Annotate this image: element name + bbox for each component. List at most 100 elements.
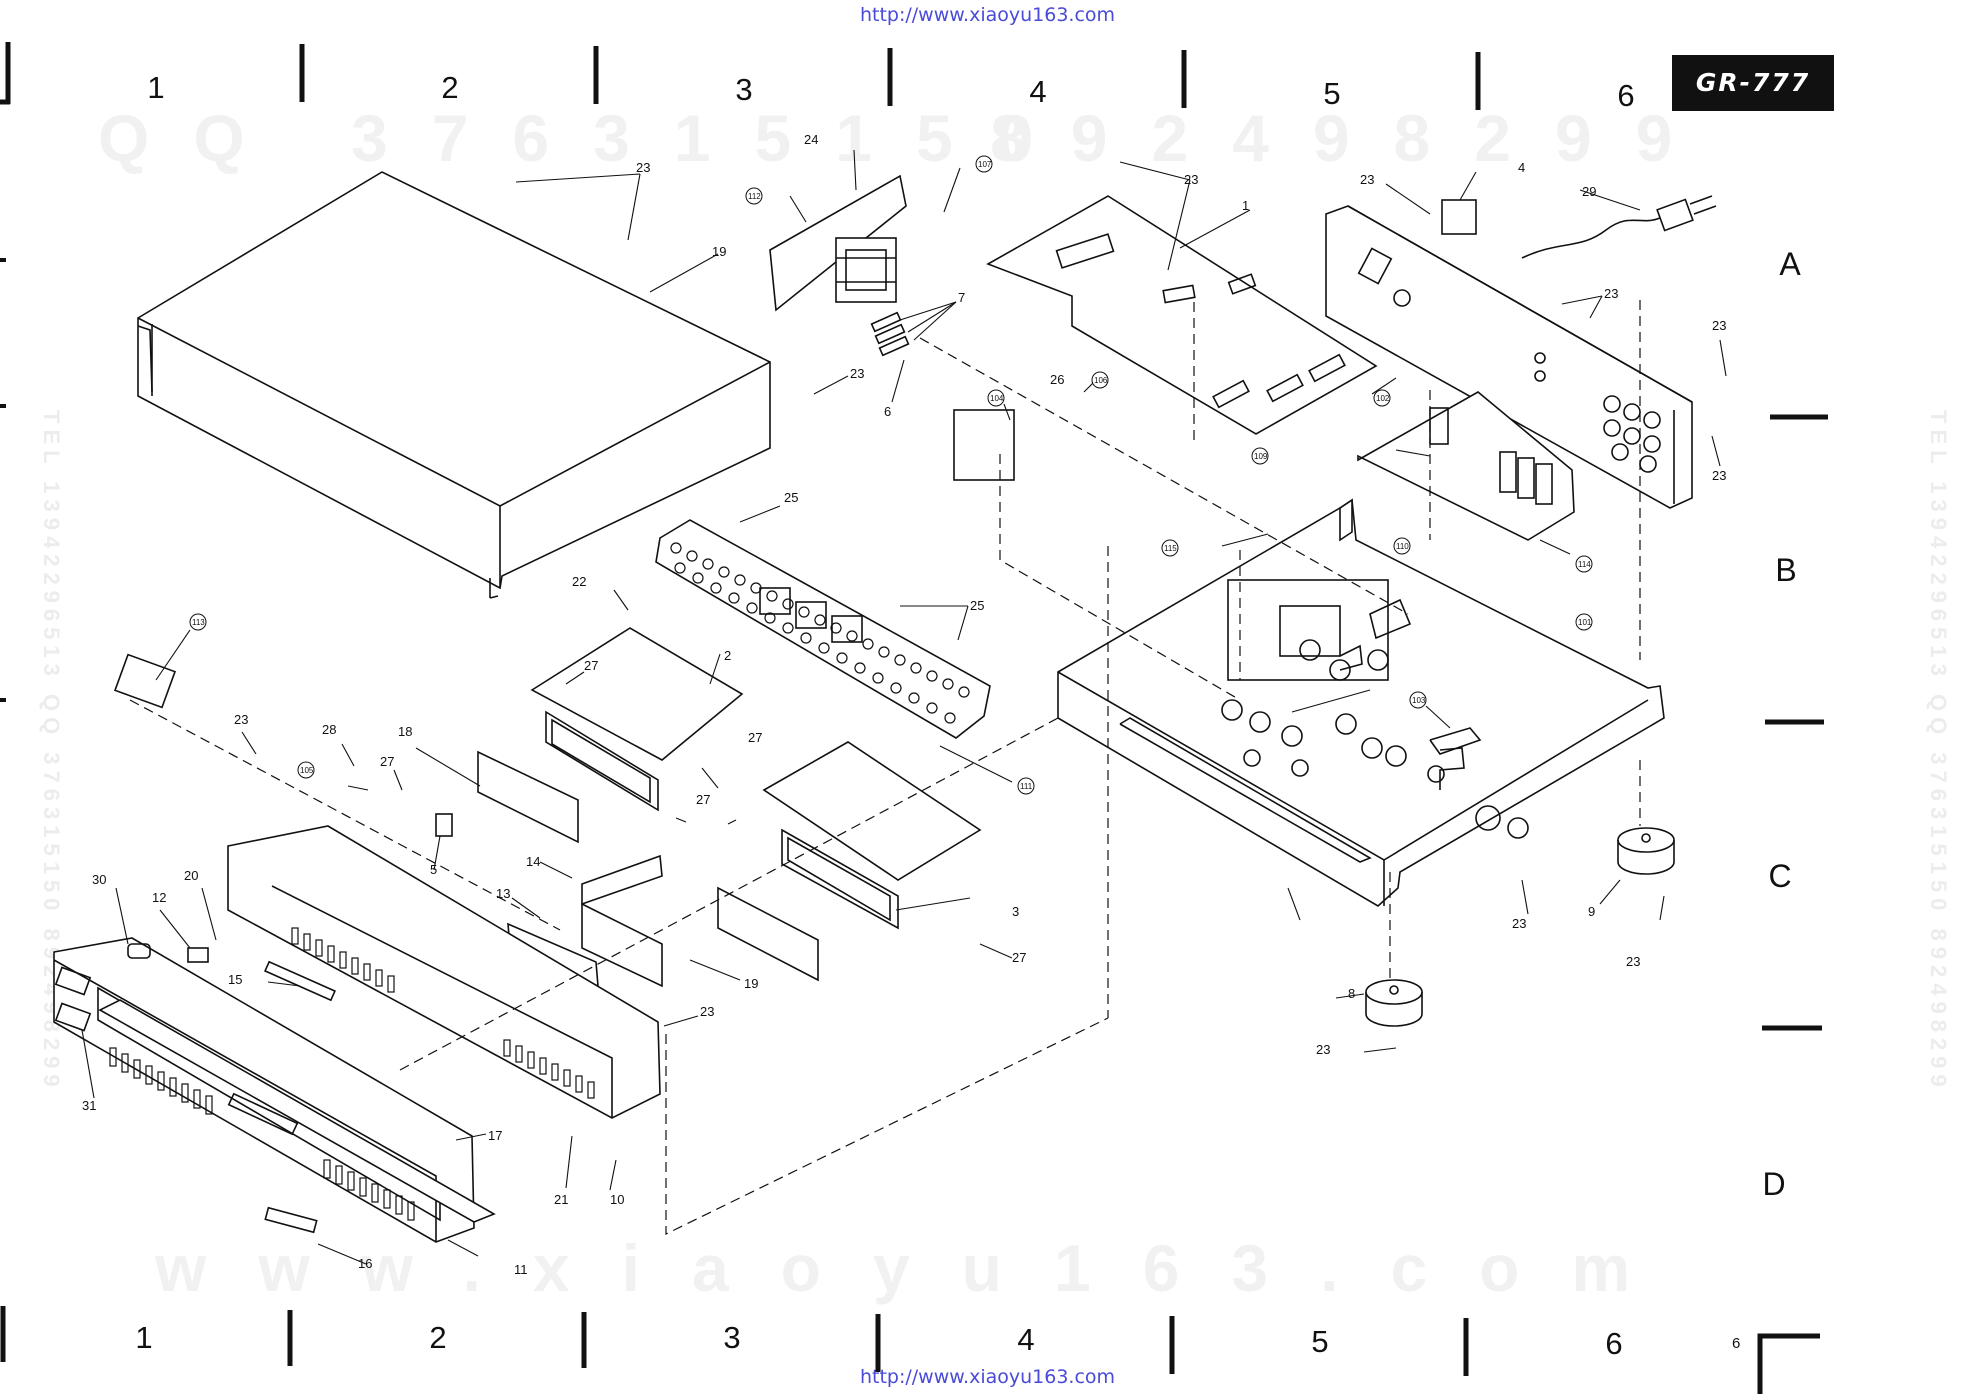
part-callout: 23: [636, 160, 650, 175]
power-board: [769, 174, 910, 357]
small-parts: [113, 409, 1015, 1234]
circled-callout: 103: [1412, 696, 1426, 705]
part-callout: 23: [234, 712, 248, 727]
part-callout: 15: [228, 972, 242, 987]
guide-lines: [129, 300, 1641, 1235]
grid-ticks-bottom: [0, 1306, 1820, 1394]
circled-callout: 112: [748, 192, 761, 201]
input-board: [1357, 391, 1575, 541]
part-callout: 27: [584, 658, 598, 673]
column-label-bottom: 2: [429, 1320, 447, 1355]
circled-callouts: 101 102 103 104 105 106 107 109 110 111 …: [189, 155, 1593, 795]
column-label-top: 3: [735, 72, 753, 107]
foot-8: [1365, 979, 1423, 1027]
part-callout: 28: [322, 722, 336, 737]
top-cover: [137, 171, 771, 599]
part-callout: 30: [92, 872, 106, 887]
part-callout: 24: [804, 132, 818, 147]
part-callout: 20: [184, 868, 198, 883]
part-callout: 10: [610, 1192, 624, 1207]
circled-callout: 114: [1578, 560, 1591, 569]
row-label: A: [1779, 246, 1801, 282]
part-callout: 25: [970, 598, 984, 613]
part-callout: 27: [696, 792, 710, 807]
part-callout: 4: [1518, 160, 1525, 175]
column-label-bottom: 1: [135, 1320, 153, 1355]
circled-callout: 102: [1376, 394, 1390, 403]
part-callout: 3: [1012, 904, 1019, 919]
row-label: D: [1762, 1166, 1786, 1202]
part-callout: 5: [430, 862, 437, 877]
part-callout: 27: [1012, 950, 1026, 965]
part-callout: 12: [152, 890, 166, 905]
grid-ticks-left: [0, 258, 6, 702]
jack-board: [655, 519, 991, 739]
column-label-bottom: 4: [1017, 1322, 1035, 1357]
part-callout: 9: [1588, 904, 1595, 919]
circled-callout: 104: [990, 394, 1004, 403]
part-callout: 23: [1360, 172, 1374, 187]
column-label-top: 1: [147, 70, 165, 105]
part-callout: 23: [700, 1004, 714, 1019]
part-callout: 17: [488, 1128, 502, 1143]
part-callout: 23: [1184, 172, 1198, 187]
part-callout: 29: [1582, 184, 1596, 199]
part-callout: 6: [884, 404, 891, 419]
tuner-board-2: [530, 627, 744, 812]
part-callout: 13: [496, 886, 510, 901]
row-label: B: [1775, 552, 1797, 588]
part-callout: 23: [1512, 916, 1526, 931]
leader-lines: [81, 149, 1727, 1265]
part-callout: 16: [358, 1256, 372, 1271]
part-callout: 23: [1316, 1042, 1330, 1057]
column-label-bottom: 3: [723, 1320, 741, 1355]
part-callout: 18: [398, 724, 412, 739]
part-callout: 27: [748, 730, 762, 745]
main-board: [986, 195, 1378, 435]
part-callout: 22: [572, 574, 586, 589]
part-callout: 23: [1626, 954, 1640, 969]
column-label-top: 5: [1323, 76, 1341, 111]
circled-callout: 106: [1094, 376, 1108, 385]
source-url-top[interactable]: http://www.xiaoyu163.com: [859, 4, 1116, 26]
row-label: C: [1768, 858, 1792, 894]
circled-callout: 107: [978, 160, 992, 169]
page-number: 6: [1732, 1335, 1741, 1352]
column-label-top: 2: [441, 70, 459, 105]
part-callout: 8: [1348, 986, 1355, 1001]
circled-callout: 113: [192, 618, 205, 627]
model-badge: GR-777: [1672, 55, 1834, 111]
watermark-side-right: TEL 13942296513 QQ 376315150 892498299: [1926, 410, 1951, 1093]
display-window: [98, 960, 496, 1223]
part-callout: 2: [724, 648, 731, 663]
grid-ticks-right: [1762, 414, 1828, 1031]
column-label-top: 4: [1029, 74, 1047, 109]
part-callout: 21: [554, 1192, 568, 1207]
part-callout: 25: [784, 490, 798, 505]
part-callout: 19: [712, 244, 726, 259]
part-callout: 11: [514, 1262, 528, 1277]
part-callout: 1: [1242, 198, 1249, 213]
rear-panel: [1325, 205, 1693, 509]
chassis: [1057, 498, 1665, 907]
source-url-bottom[interactable]: http://www.xiaoyu163.com: [859, 1366, 1116, 1388]
circled-callout: 110: [1396, 542, 1409, 551]
circled-callout: 101: [1578, 618, 1592, 627]
circled-callout: 105: [300, 766, 314, 775]
column-label-bottom: 6: [1605, 1326, 1623, 1361]
part-callout: 27: [380, 754, 394, 769]
front-sub-panel: [227, 825, 661, 1119]
brackets: [507, 854, 663, 988]
part-callout: 23: [850, 366, 864, 381]
column-label-top: 6: [1617, 78, 1635, 113]
circled-callout: 109: [1254, 452, 1268, 461]
part-callout: 19: [744, 976, 758, 991]
part-callout: 23: [1712, 318, 1726, 333]
part-callout: 23: [1712, 468, 1726, 483]
part-callout: 26: [1050, 372, 1064, 387]
part-callout: 31: [82, 1098, 96, 1113]
foot-9: [1617, 827, 1675, 875]
grid-ticks-top: [0, 42, 1481, 110]
part-callout: 14: [526, 854, 540, 869]
